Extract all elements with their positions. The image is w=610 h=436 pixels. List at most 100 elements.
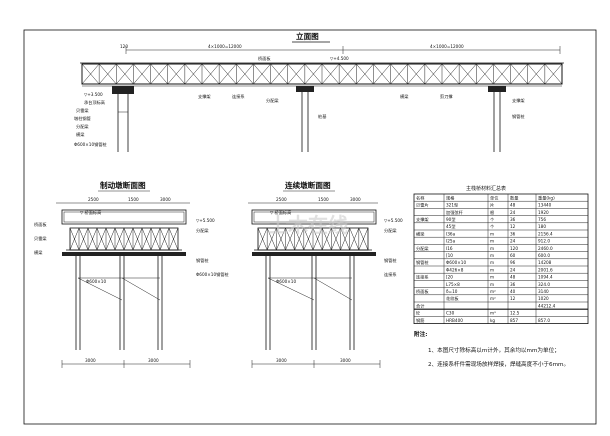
table-cell: m	[490, 246, 494, 251]
table-cell: 合计	[416, 302, 424, 309]
right-top-label: ▽ 桥面标高	[270, 209, 291, 216]
table-cell: 3140	[538, 289, 549, 294]
ltruss-bracing	[69, 227, 179, 251]
table-cell: 2460.0	[538, 246, 553, 251]
table-cell: L75×8	[446, 282, 460, 287]
table-cell: 14208	[538, 260, 552, 265]
elevation-mid-label: 桩基	[318, 113, 327, 120]
rtruss-bracing	[257, 227, 369, 251]
left-right-note: 钢管桩	[196, 257, 209, 264]
table-cell: m	[490, 282, 494, 287]
right-right-note: 钢管桩	[384, 257, 397, 264]
table-cell: m	[490, 253, 494, 258]
elevation-left-label: 承台顶标高	[84, 99, 105, 106]
table-cell: 45型	[446, 223, 456, 229]
elevation-left-label: 分配梁	[76, 123, 89, 130]
right-pile-label: Φ600×10	[276, 279, 296, 284]
table-cell: m	[490, 239, 494, 244]
table-cell: δ=10	[446, 289, 458, 294]
table-cell: m³	[490, 311, 496, 316]
elevation-left-label: ▽+3.500	[84, 92, 103, 97]
table-cell: m	[490, 260, 494, 265]
table-cell: 钢筋	[416, 317, 424, 324]
table-cell: 1094.4	[538, 275, 553, 280]
table-cell: 36	[510, 217, 516, 222]
table-cell: C30	[446, 311, 455, 316]
elevation-mid-label: 分配梁	[266, 97, 279, 104]
table-cell: 桥面板	[416, 288, 429, 295]
table-cell: 36	[510, 282, 516, 287]
elevation-mid-label: 支撑架	[198, 93, 211, 100]
table-cell: kg	[490, 318, 495, 323]
left-left-note: 贝雷梁	[34, 235, 47, 242]
elevation-mid-label: 连接系	[232, 93, 245, 100]
table-cell: 片	[490, 202, 494, 209]
table-header-cell: 名称	[416, 194, 424, 201]
table-cell: 90型	[446, 216, 456, 222]
span-dim-right: 4×1000=12000	[430, 44, 464, 49]
table-cell: 36	[510, 231, 516, 236]
table-cell: 加强弦杆	[446, 209, 464, 216]
table-cell: 钢管桩	[416, 259, 429, 266]
table-cell: HRB400	[446, 318, 463, 323]
right-dim-2: 1500	[318, 197, 329, 202]
left-bottom-dim-2: 3000	[148, 358, 159, 363]
table-cell: 砼	[416, 310, 421, 316]
table-cell: 324.0	[538, 282, 550, 287]
table-cell: 分配梁	[416, 245, 429, 252]
table-cell: 1920	[538, 210, 549, 215]
left-left-note: 横梁	[34, 249, 43, 256]
left-end-dim: 120	[120, 44, 128, 49]
left-dim-3: 3000	[160, 197, 171, 202]
table-cell: 48	[510, 203, 516, 208]
table-cell: Φ426×8	[446, 267, 464, 272]
table-cell: 2001.6	[538, 267, 553, 272]
elevation-left-label: Φ600×10钢管桩	[74, 141, 107, 148]
outer-border	[23, 29, 597, 425]
table-cell: 96	[510, 260, 516, 265]
elevation-right-label: 剪刀撑	[440, 93, 453, 100]
elevation-right-label: 横梁	[400, 93, 409, 100]
table-cell: I36a	[446, 231, 456, 236]
span-dim-left: 4×1000=12000	[208, 44, 242, 49]
left-right-note: Φ600×10钢管桩	[196, 271, 229, 278]
pier-left	[112, 86, 134, 152]
table-cell: 120	[510, 246, 518, 251]
table-cell: 横梁	[416, 230, 425, 237]
table-cell: 13440	[538, 203, 552, 208]
table-cell: 24	[510, 239, 516, 244]
left-right-note: ▽+5.500	[196, 218, 215, 223]
right-dim-1: 2500	[276, 197, 287, 202]
deck-label: 桥面板	[258, 55, 271, 62]
table-cell: m²	[490, 289, 496, 294]
table-cell: 连接系	[416, 274, 429, 281]
note-2: 2、连接系杆件需现场放样焊接，焊缝高度不小于6mm。	[428, 360, 569, 368]
table-cell: m²	[490, 296, 496, 301]
table-cell: 1020	[538, 296, 549, 301]
table-header-cell: 规格	[446, 194, 455, 201]
table-cell: Φ600×10	[446, 260, 466, 265]
left-dim-1: 2500	[88, 197, 99, 202]
left-bottom-dim-1: 3000	[85, 358, 96, 363]
truss-bracing	[81, 63, 563, 85]
water-level-label: ▽+4.500	[330, 56, 349, 61]
left-section-title: 制动墩断面图	[100, 180, 146, 190]
table-cell: 321型	[446, 202, 458, 208]
table-cell: [20	[446, 275, 453, 280]
notes-heading: 附注:	[414, 330, 427, 338]
right-right-note: 连接系	[384, 271, 397, 278]
table-cell: m	[490, 275, 494, 280]
table-cell: m	[490, 267, 494, 272]
table-cell: 花纹板	[446, 295, 459, 302]
elevation-left-label: 墩柱钢管	[74, 115, 91, 122]
right-dim-3: 3000	[350, 197, 361, 202]
table-cell: 个	[490, 224, 495, 229]
left-left-note: 桥面板	[34, 221, 47, 228]
table-header-cell: 数量	[510, 194, 518, 201]
table-cell: 44212.4	[538, 303, 556, 308]
table-cell: 个	[490, 217, 495, 222]
left-right-note: 分配梁	[196, 227, 209, 234]
